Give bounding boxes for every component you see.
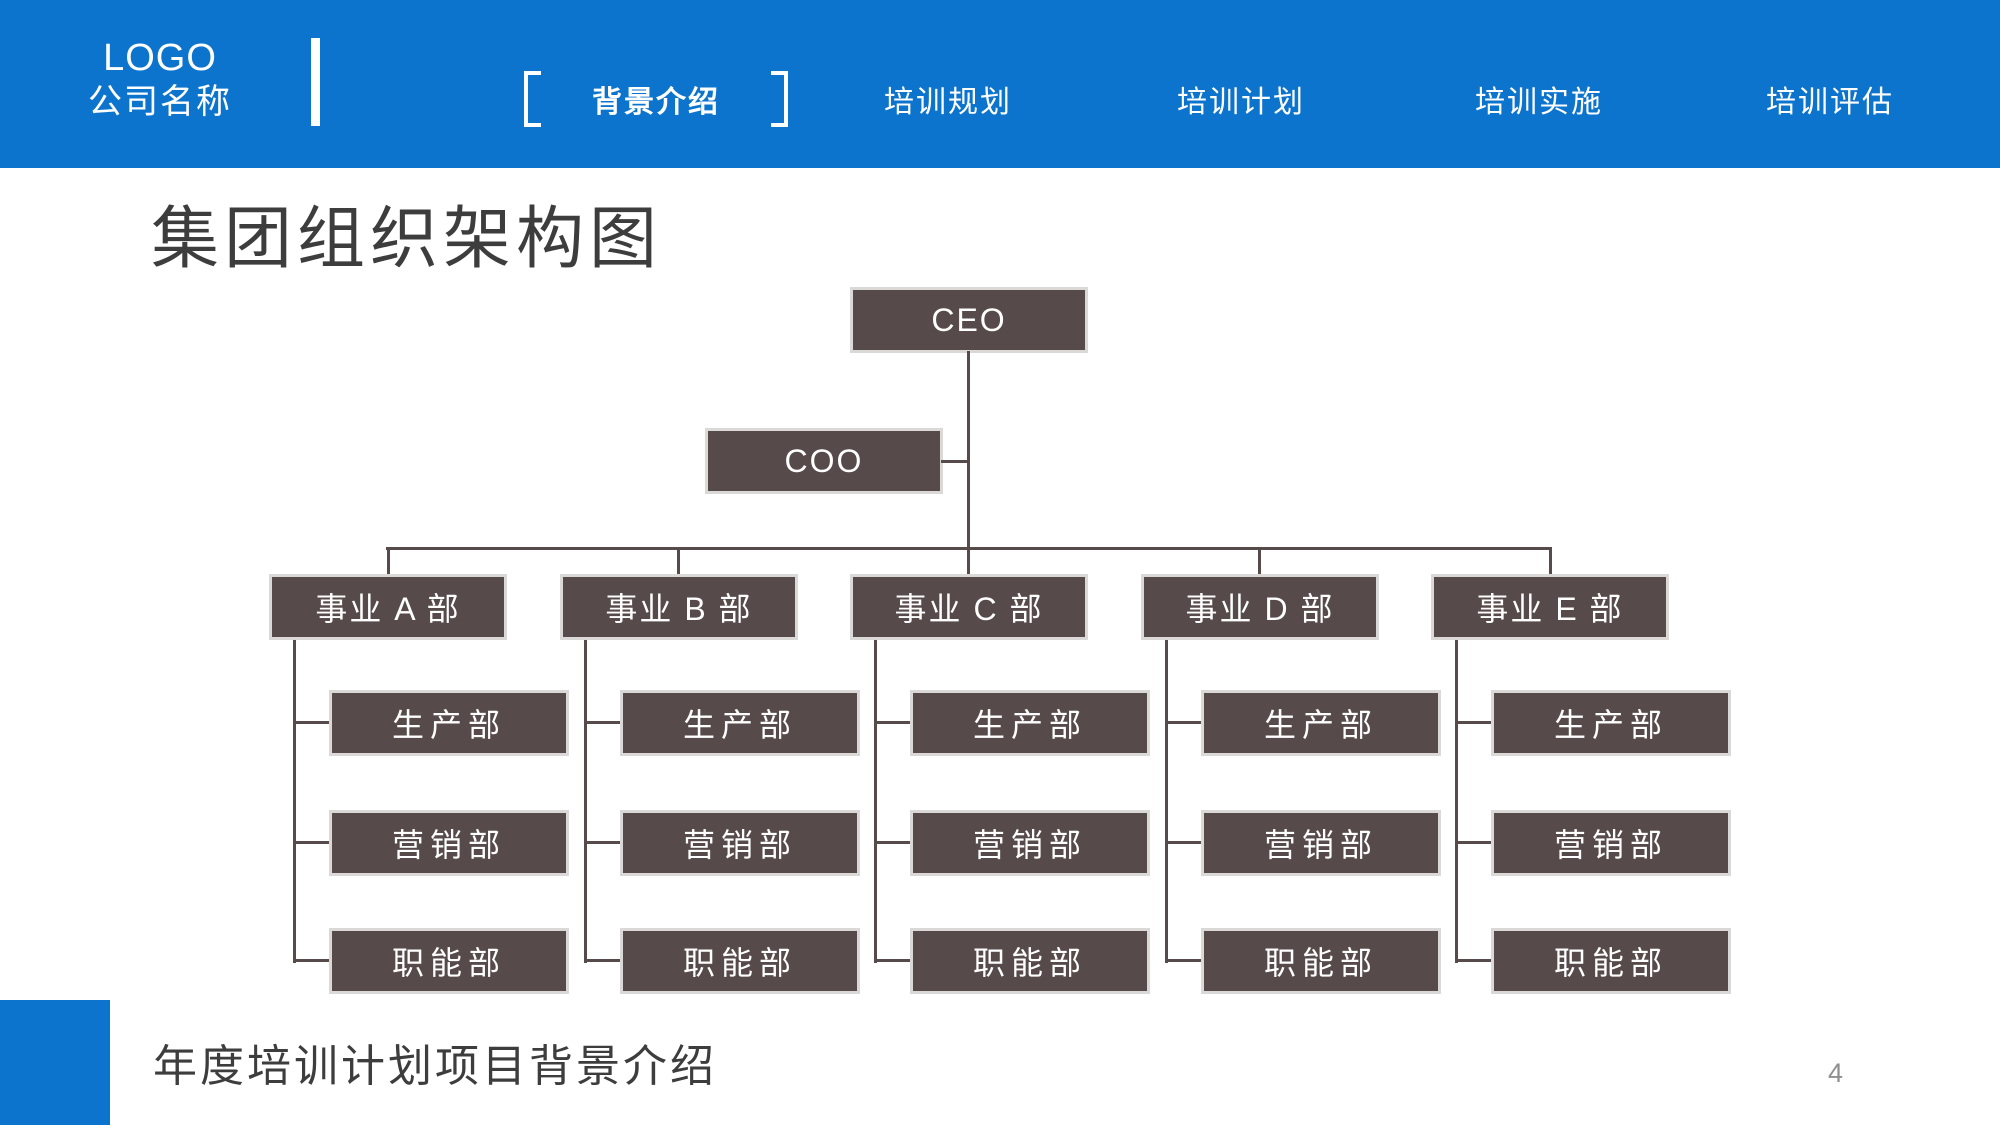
connector-stub-line: [1455, 841, 1491, 844]
nav-tab-label: 背景介绍: [592, 86, 720, 119]
company-logo: LOGO 公司名称: [55, 36, 265, 124]
org-box-department: 营销部: [1201, 810, 1441, 876]
connector-stub-line: [1455, 721, 1491, 724]
connector-vertical-line: [874, 640, 877, 963]
nav-tab-label: 培训计划: [1177, 86, 1305, 119]
org-box-department: 营销部: [329, 810, 569, 876]
org-box-division: 事业 D 部: [1141, 574, 1379, 640]
connector-drop-line: [387, 547, 390, 575]
org-column-division-d: 事业 D 部 生产部 营销部 职能部: [1141, 574, 1443, 1004]
connector-drop-line: [967, 547, 970, 575]
org-column-division-a: 事业 A 部 生产部 营销部 职能部: [269, 574, 571, 1004]
connector-stub-line: [584, 959, 620, 962]
company-name: 公司名称: [88, 83, 232, 121]
org-box-department: 生产部: [910, 690, 1150, 756]
org-box-department: 职能部: [1491, 928, 1731, 994]
connector-stub-line: [874, 721, 910, 724]
org-box-department: 职能部: [329, 928, 569, 994]
org-box-division: 事业 A 部: [269, 574, 507, 640]
org-box-department: 职能部: [910, 928, 1150, 994]
nav-tab-label: 培训评估: [1766, 86, 1894, 119]
org-box-department: 生产部: [329, 690, 569, 756]
connector-drop-line: [677, 547, 680, 575]
connector-vertical-line: [293, 640, 296, 963]
nav-tab-training-planning[interactable]: 培训规划: [884, 70, 1012, 128]
org-box-department: 生产部: [620, 690, 860, 756]
connector-stub-line: [1165, 841, 1201, 844]
connector-stub-line: [874, 959, 910, 962]
connector-stub-line: [584, 721, 620, 724]
footer-caption: 年度培训计划项目背景介绍: [153, 1042, 717, 1091]
nav-tab-label: 培训实施: [1475, 86, 1603, 119]
connector-stub-line: [293, 721, 329, 724]
connector-stub-line: [293, 959, 329, 962]
connector-stub-line: [293, 841, 329, 844]
org-box-department: 营销部: [620, 810, 860, 876]
org-box-department: 职能部: [1201, 928, 1441, 994]
header-bar: LOGO 公司名称 背景介绍 培训规划 培训计划 培训实施 培训评估: [0, 0, 2000, 168]
connector-vertical-line: [1455, 640, 1458, 963]
connector-drop-line: [1549, 547, 1552, 575]
connector-vertical-line: [1165, 640, 1168, 963]
connector-stub-line: [584, 841, 620, 844]
slide-title: 集团组织架构图: [151, 201, 663, 277]
left-bracket-icon: [524, 71, 541, 127]
org-box-coo: COO: [705, 428, 943, 494]
org-column-division-c: 事业 C 部 生产部 营销部 职能部: [850, 574, 1152, 1004]
org-column-division-e: 事业 E 部 生产部 营销部 职能部: [1431, 574, 1733, 1004]
page-number: 4: [1828, 1058, 1844, 1088]
org-box-division: 事业 C 部: [850, 574, 1088, 640]
nav-tab-background-intro[interactable]: 背景介绍: [524, 70, 788, 128]
org-box-ceo: CEO: [850, 287, 1088, 353]
nav-tab-label: 培训规划: [884, 86, 1012, 119]
connector-coo-line: [941, 460, 969, 463]
connector-stub-line: [1455, 959, 1491, 962]
org-box-division: 事业 E 部: [1431, 574, 1669, 640]
footer-accent-square: [0, 1000, 110, 1125]
org-box-division: 事业 B 部: [560, 574, 798, 640]
nav-tab-training-plan[interactable]: 培训计划: [1177, 70, 1305, 128]
org-box-department: 职能部: [620, 928, 860, 994]
org-box-department: 生产部: [1201, 690, 1441, 756]
right-bracket-icon: [771, 71, 788, 127]
org-box-department: 生产部: [1491, 690, 1731, 756]
header-divider: [311, 38, 320, 126]
nav-tab-training-evaluation[interactable]: 培训评估: [1766, 70, 1894, 128]
connector-drop-line: [1258, 547, 1261, 575]
nav-tab-training-implementation[interactable]: 培训实施: [1475, 70, 1603, 128]
connector-vertical-line: [584, 640, 587, 963]
org-box-department: 营销部: [1491, 810, 1731, 876]
logo-text: LOGO: [103, 37, 217, 79]
connector-stub-line: [874, 841, 910, 844]
connector-trunk-line: [967, 351, 970, 548]
connector-stub-line: [1165, 721, 1201, 724]
connector-stub-line: [1165, 959, 1201, 962]
org-column-division-b: 事业 B 部 生产部 营销部 职能部: [560, 574, 862, 1004]
org-box-department: 营销部: [910, 810, 1150, 876]
